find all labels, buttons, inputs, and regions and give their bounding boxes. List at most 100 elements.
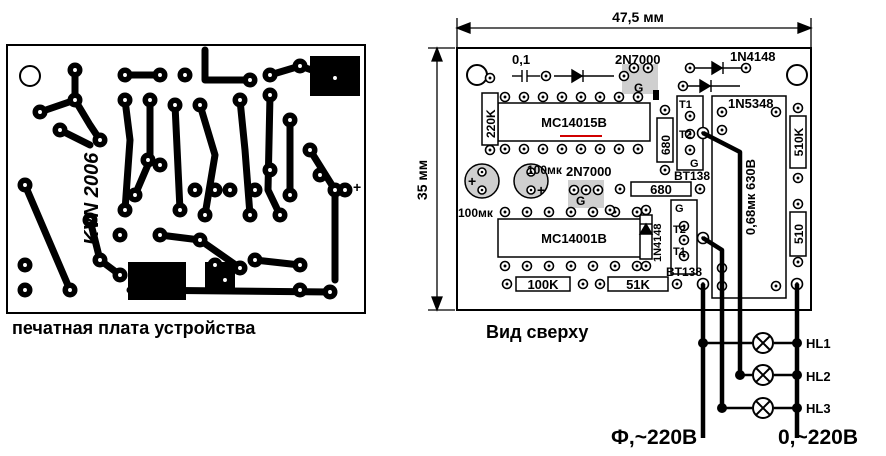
component-pad-hole: [622, 74, 626, 78]
ic1-pin-bottom-hole: [560, 147, 564, 151]
label-ic2: MC14001B: [541, 231, 607, 246]
label-triac2-t2: T2: [673, 224, 686, 236]
ic1-pin-bottom-hole: [541, 147, 545, 151]
label-plus-b: +: [537, 182, 545, 198]
pcb-mark-text: KVN 2006: [81, 152, 103, 245]
label-cap-100mk-a: 100мк: [458, 206, 494, 220]
ic1-pin-bottom-hole: [579, 147, 583, 151]
ic1-pin-top-hole: [617, 95, 621, 99]
ic2-pin-top-hole: [503, 210, 507, 214]
pcb-pad-hole: [327, 289, 333, 295]
label-q2-gate: G: [576, 194, 585, 208]
pcb-pad-hole: [342, 187, 348, 193]
pcb-pad-hole: [227, 187, 233, 193]
label-r-51k: 51K: [626, 277, 650, 292]
pcb-pad-hole: [267, 92, 273, 98]
component-pad-hole: [646, 66, 650, 70]
pcb-mount-hole: [19, 65, 41, 87]
pcb-pad-hole: [22, 262, 28, 268]
label-cap-100mk-b: 100мк: [527, 163, 563, 177]
pcb-pad-hole: [212, 187, 218, 193]
mount-hole-right: [786, 64, 808, 86]
pcb-pad-hole: [87, 217, 93, 223]
component-pad-hole: [796, 202, 800, 206]
component-pad-hole: [584, 188, 588, 192]
component-pad-hole: [644, 208, 648, 212]
pcb-pad-hole: [192, 187, 198, 193]
ic1-pin-bottom-hole: [598, 147, 602, 151]
pcb-pad-hole: [222, 277, 228, 283]
cap-pad-hole: [529, 170, 533, 174]
pcb-pad-hole: [332, 187, 338, 193]
label-r-680-vert: 680: [659, 135, 673, 155]
label-triac2-name: BT138: [666, 265, 702, 279]
pcb-pad-hole: [172, 102, 178, 108]
pcb-pad-hole: [197, 102, 203, 108]
pcb-pad-hole: [22, 287, 28, 293]
lamp-hl3-cross: [755, 400, 771, 416]
pcb-pad-hole: [122, 97, 128, 103]
lamp-hl3-label: HL3: [806, 401, 831, 416]
top-view-caption: Вид сверху: [486, 322, 589, 342]
pcb-pad-hole: [122, 207, 128, 213]
label-q2: 2N7000: [566, 164, 612, 179]
ic2-pin-bottom-hole: [613, 264, 617, 268]
pcb-pad-hole: [237, 97, 243, 103]
ic1-pin-bottom-hole: [522, 147, 526, 151]
label-triac1-t1: T1: [679, 99, 692, 111]
diode-symbols: [512, 60, 744, 235]
component-pad-hole: [682, 238, 686, 242]
pcb-pad-hole: [267, 167, 273, 173]
pcb-pad-hole: [147, 97, 153, 103]
component-pad-hole: [663, 168, 667, 172]
pcb-pad-hole: [22, 182, 28, 188]
pcb-pad-hole: [57, 127, 63, 133]
component-pad-hole: [796, 176, 800, 180]
pcb-pad-hole: [247, 212, 253, 218]
pcb-pad-hole: [307, 147, 313, 153]
component-pad-hole: [698, 187, 702, 191]
component-pad-hole: [774, 110, 778, 114]
ic2-pin-bottom-hole: [525, 264, 529, 268]
ic2-pin-top-hole: [635, 210, 639, 214]
pcb-pad-hole: [287, 192, 293, 198]
component-pad-hole: [688, 132, 692, 136]
pcb-pad-hole: [157, 72, 163, 78]
component-pad-hole: [720, 128, 724, 132]
pcb-pad-hole: [202, 212, 208, 218]
pcb-pad-hole: [247, 77, 253, 83]
dim-height-label: 35 мм: [414, 160, 430, 200]
top-view: 47,5 мм 35 мм: [414, 9, 831, 438]
ic2-pin-bottom-hole: [503, 264, 507, 268]
label-q1-gate: G: [634, 81, 643, 95]
pcb-pad-hole: [297, 287, 303, 293]
component-pad-hole: [505, 282, 509, 286]
ic1-pin-bottom-hole: [503, 147, 507, 151]
component-pad-hole: [688, 148, 692, 152]
pcb-pad-hole: [197, 237, 203, 243]
ic1-pin-bottom-hole: [617, 147, 621, 151]
cap-pad-hole: [480, 170, 484, 174]
ic1-body: [497, 102, 651, 142]
label-q1: 2N7000: [615, 52, 661, 67]
pcb-pad-hole: [67, 287, 73, 293]
ic2-pin-bottom-hole: [635, 264, 639, 268]
pcb-pad-hole: [145, 157, 151, 163]
component-pad-hole: [796, 260, 800, 264]
component-pad-hole: [682, 224, 686, 228]
pcb-pad-hole: [132, 192, 138, 198]
mains-phase-label: Ф,~220В: [611, 426, 698, 449]
component-pad-hole: [720, 110, 724, 114]
component-pad-hole: [544, 74, 548, 78]
pcb-pour-1: [128, 262, 186, 300]
label-r-510: 510: [792, 224, 806, 244]
ic2-pin-top-hole: [569, 210, 573, 214]
ic1-pin-top-hole: [503, 95, 507, 99]
component-pad-hole: [774, 284, 778, 288]
pcb-pad-hole: [212, 262, 218, 268]
pcb-layout: KVN 2006 +: [6, 44, 366, 314]
ic2-pin-top-hole: [525, 210, 529, 214]
label-zener: 1N5348: [728, 96, 774, 111]
pcb-pad-hole: [72, 67, 78, 73]
